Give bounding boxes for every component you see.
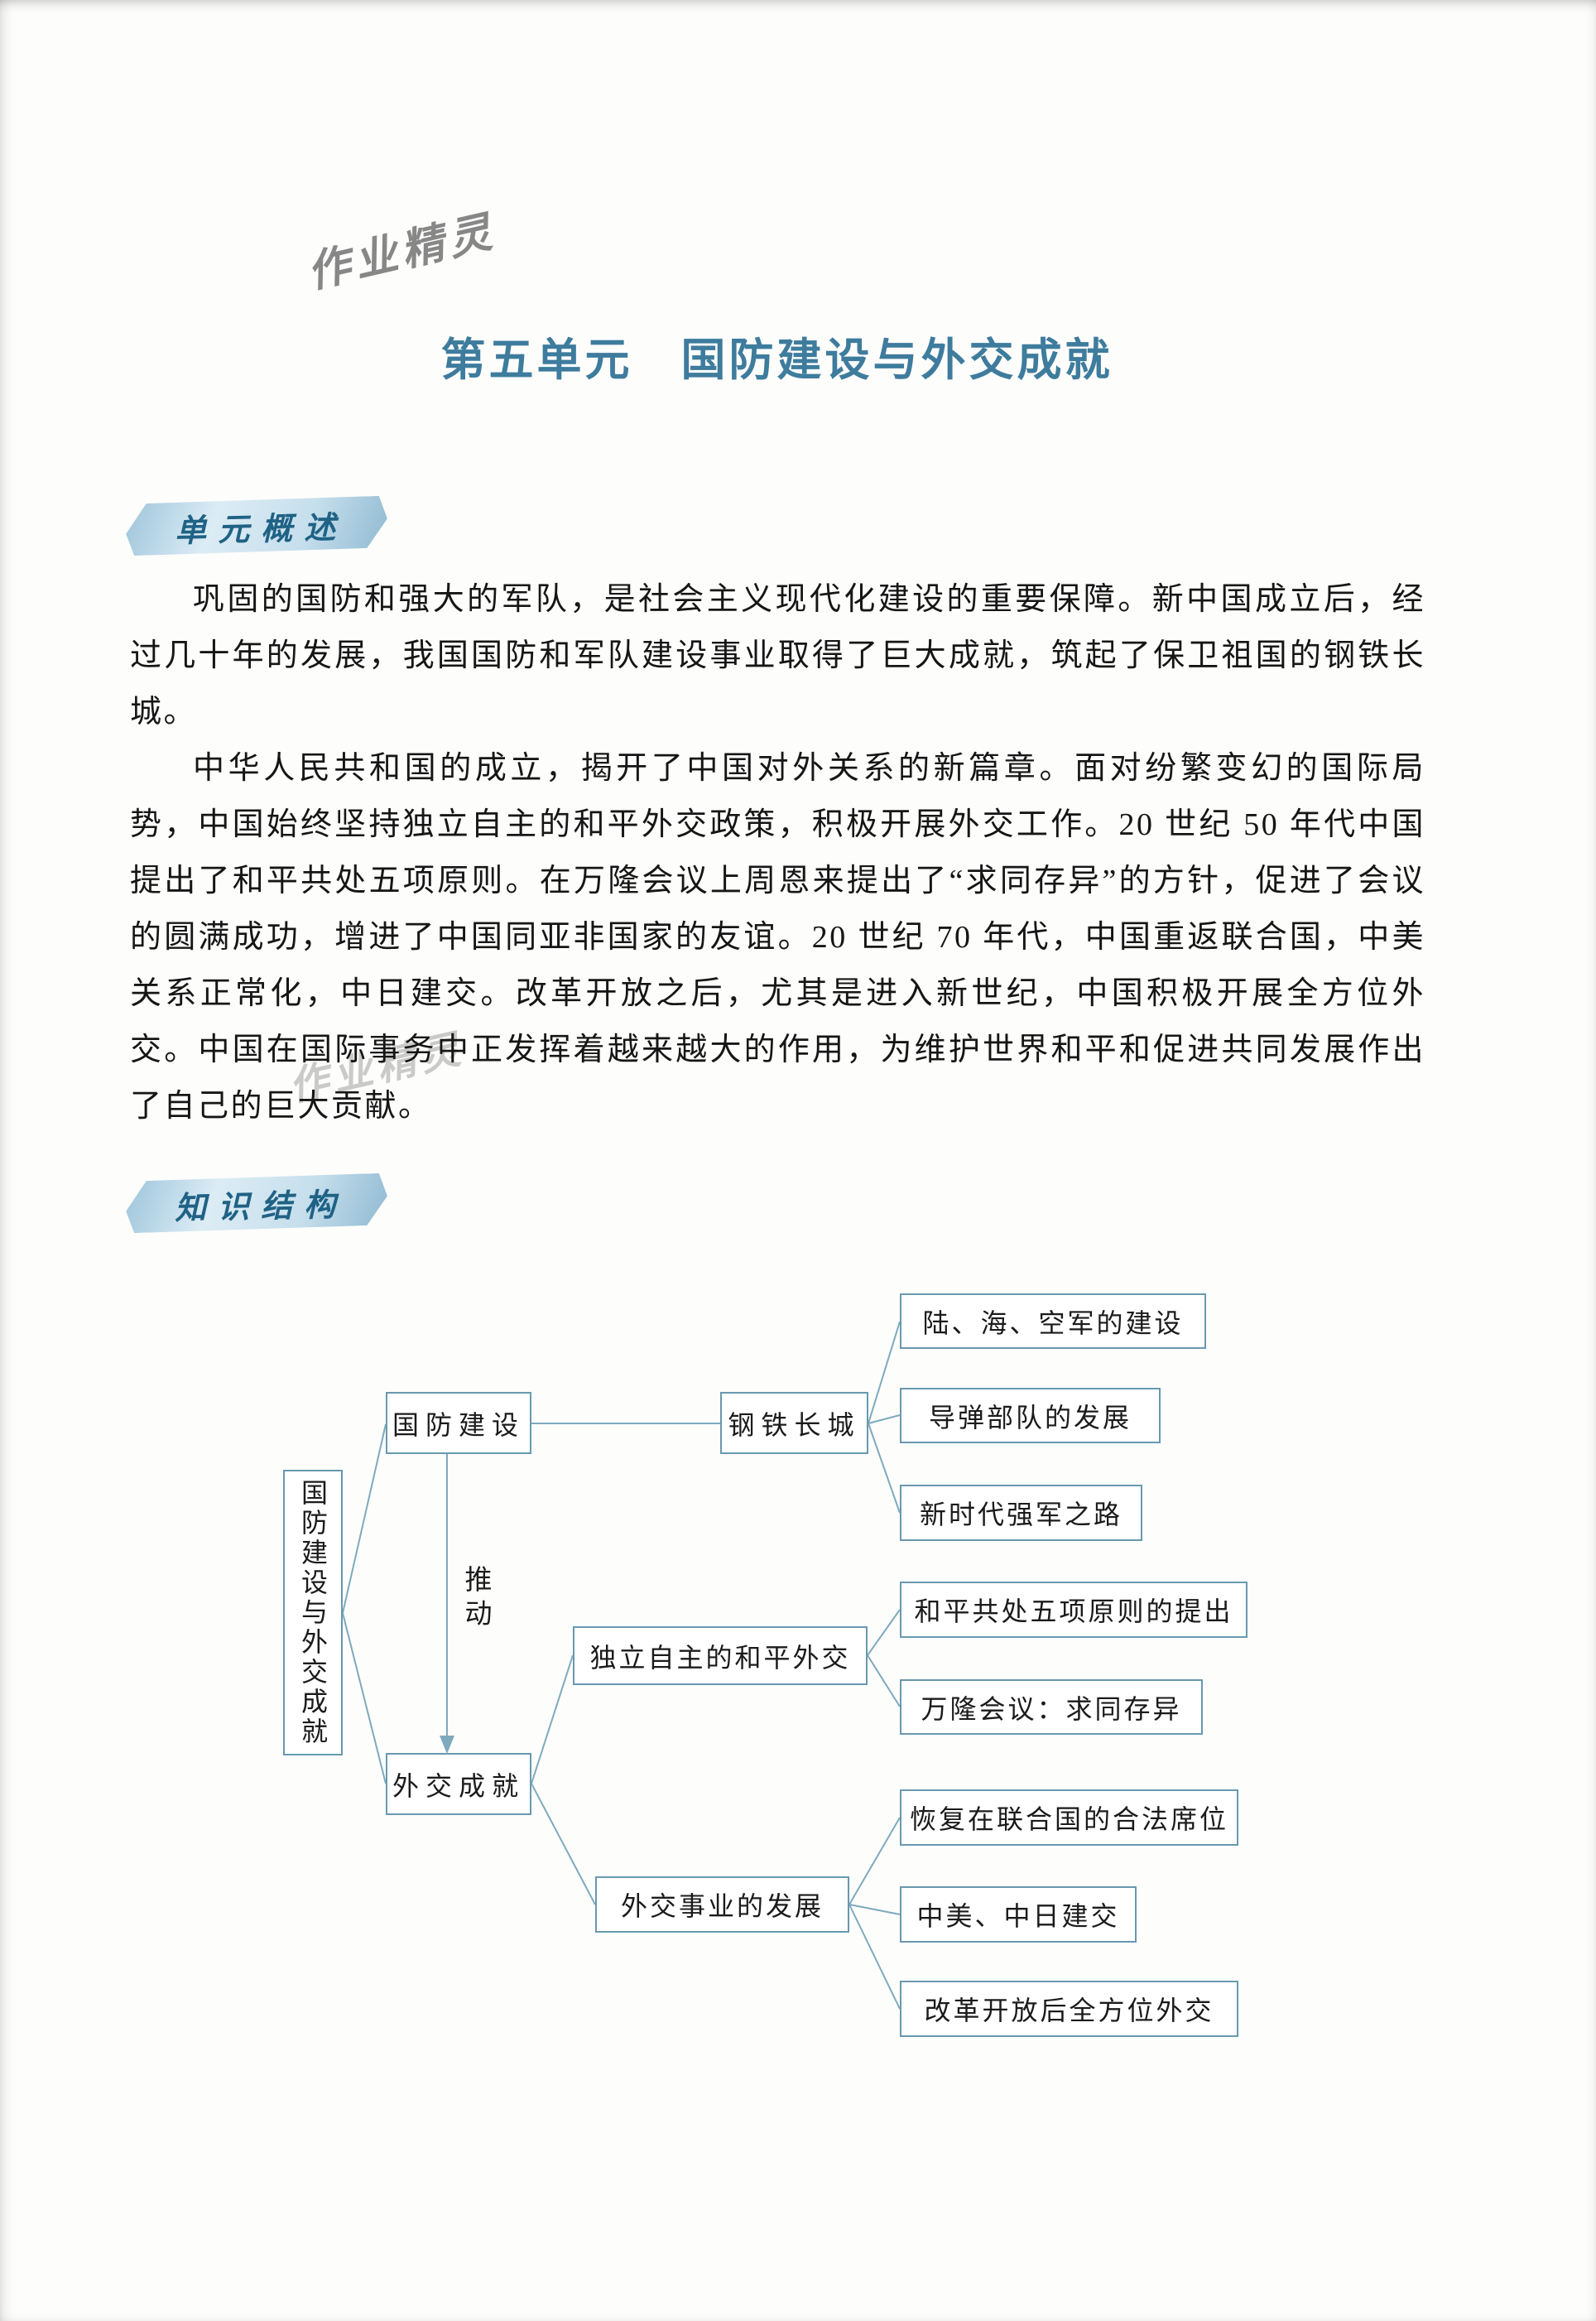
tree-leaf-bandung-conference: 万隆会议：求同存异 [900,1679,1203,1735]
watermark-top: 作业精灵 [302,208,501,298]
tree-node-diplomatic-development: 外交事业的发展 [595,1876,849,1933]
promote-arrowhead [440,1736,454,1754]
tree-leaf-army-building: 陆、海、空军的建设 [900,1293,1206,1349]
tree-node-diplomacy: 外交成就 [386,1753,531,1815]
tree-node-defense: 国防建设 [386,1392,531,1454]
tree-node-steel-wall: 钢铁长城 [720,1392,868,1454]
unit-overview-badge-label: 单元概述 [174,510,348,549]
tree-leaf-new-era-army: 新时代强军之路 [900,1485,1142,1541]
promote-arrow-label: 推动 [460,1565,490,1633]
unit-title: 第五单元 国防建设与外交成就 [440,335,1113,385]
unit-overview-badge: 单元概述 [125,496,387,556]
tree-leaf-all-round-diplomacy: 改革开放后全方位外交 [900,1981,1238,2037]
tree-leaf-un-seat: 恢复在联合国的合法席位 [900,1789,1238,1846]
knowledge-structure-badge-label: 知识结构 [174,1187,348,1226]
tree-leaf-five-principles: 和平共处五项原则的提出 [900,1582,1247,1638]
tree-root-node: 国防建设与外交成就 [283,1470,343,1755]
knowledge-structure-badge: 知识结构 [125,1173,387,1234]
tree-connectors [342,1321,901,2010]
tree-leaf-us-japan-relations: 中美、中日建交 [900,1886,1137,1943]
overview-paragraph-1: 巩固的国防和强大的军队，是社会主义现代化建设的重要保障。新中国成立后，经过几十年… [130,582,1425,730]
overview-paragraph-2: 中华人民共和国的成立，揭开了中国对外关系的新篇章。面对纷繁变幻的国际局势，中国始… [130,751,1425,1124]
unit-overview-text: 巩固的国防和强大的军队，是社会主义现代化建设的重要保障。新中国成立后，经过几十年… [130,571,1425,1134]
tree-leaf-missile-force: 导弹部队的发展 [900,1388,1161,1443]
knowledge-structure-diagram: 国防建设与外交成就 国防建设 钢铁长城 陆、海、空军的建设 导弹部队的发展 新时… [0,1275,1596,2103]
tree-node-independent-diplomacy: 独立自主的和平外交 [573,1626,868,1685]
